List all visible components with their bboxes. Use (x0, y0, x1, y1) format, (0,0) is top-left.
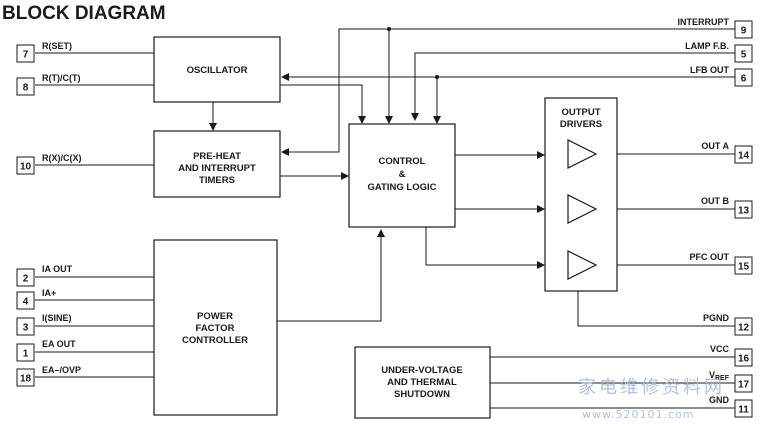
block-output-drivers-label-1: OUTPUT (561, 107, 600, 118)
pin-9: 9 INTERRUPT (678, 17, 753, 39)
pin-label: EA OUT (42, 339, 76, 349)
block-control-label-1: CONTROL (379, 156, 426, 167)
pin-label: OUT A (701, 141, 729, 151)
pin-10: 10 R(X)/C(X) (16, 153, 82, 175)
pin-label: PGND (703, 313, 730, 323)
pin-label: R(X)/C(X) (42, 153, 82, 163)
pin-label: IA+ (42, 288, 56, 298)
pin-number: 3 (23, 323, 29, 334)
block-preheat-label-2: AND INTERRUPT (178, 163, 256, 174)
arrowheads (209, 73, 545, 269)
pin-number: 4 (23, 297, 29, 308)
pin-number: 14 (738, 151, 750, 162)
pin-number: 13 (738, 206, 750, 217)
block-preheat: PRE-HEAT AND INTERRUPT TIMERS (153, 130, 281, 198)
pin-label: IA OUT (42, 264, 73, 274)
pin-label: LFB OUT (690, 65, 729, 75)
block-output-drivers-label-2: DRIVERS (560, 119, 602, 130)
pin-label: R(SET) (42, 41, 72, 51)
block-oscillator-label: OSCILLATOR (187, 65, 248, 76)
block-uvlo-label-3: SHUTDOWN (394, 389, 450, 400)
pin-13: 13 OUT B (701, 196, 753, 219)
pin-12: 12 PGND (703, 313, 753, 336)
left-pins: 7 R(SET) 8 R(T)/C(T) 10 R(X)/C(X) 2 IA O… (16, 41, 82, 387)
block-uvlo-label-2: AND THERMAL (387, 377, 457, 388)
block-control: CONTROL & GATING LOGIC (348, 123, 456, 228)
junction-dot (387, 27, 391, 31)
pin-number: 16 (738, 354, 750, 365)
pin-17: 17 VREF (709, 370, 753, 393)
pin-label: EA–/OVP (42, 365, 81, 375)
pin-label: GND (709, 395, 730, 405)
pin-6: 6 LFB OUT (690, 65, 753, 87)
pin-15: 15 PFC OUT (690, 252, 753, 275)
pin-7: 7 R(SET) (16, 41, 72, 63)
pin-number: 7 (23, 50, 29, 61)
block-preheat-label-3: TIMERS (199, 175, 235, 186)
pin-label: LAMP F.B. (685, 41, 729, 51)
pin-4: 4 IA+ (16, 288, 56, 310)
pin-number: 1 (23, 349, 29, 360)
pin-11: 11 GND (709, 395, 753, 418)
pin-16: 16 VCC (710, 344, 753, 367)
junction-dot (435, 75, 439, 79)
block-control-label-2: & (399, 169, 406, 180)
driver-buffer-b (567, 194, 598, 224)
pin-number: 10 (20, 162, 32, 173)
pin-number: 9 (741, 26, 747, 37)
pin-2: 2 IA OUT (16, 264, 73, 287)
pin-label: I(SINE) (42, 313, 72, 323)
pin-label: OUT B (701, 196, 729, 206)
pin-18: 18 EA–/OVP (16, 365, 81, 387)
block-pfc-label-2: FACTOR (196, 323, 235, 334)
pin-number: 17 (738, 380, 750, 391)
diagram-title: BLOCK DIAGRAM (2, 3, 166, 24)
watermark: 家电维修资料网 www.520101.com (578, 377, 725, 421)
pin-number: 8 (23, 83, 29, 94)
block-pfc: POWER FACTOR CONTROLLER (153, 239, 278, 416)
pin-number: 5 (741, 50, 747, 61)
pin-1: 1 EA OUT (16, 339, 76, 362)
watermark-url: www.520101.com (582, 408, 694, 421)
watermark-text: 家电维修资料网 (578, 377, 725, 398)
pin-8: 8 R(T)/C(T) (16, 73, 80, 96)
pin-label: VREF (709, 370, 730, 382)
pin-label: R(T)/C(T) (42, 73, 80, 83)
block-uvlo: UNDER-VOLTAGE AND THERMAL SHUTDOWN (354, 346, 491, 419)
pin-number: 6 (741, 74, 747, 85)
block-control-label-3: GATING LOGIC (368, 182, 437, 193)
pin-3: 3 I(SINE) (16, 313, 72, 336)
pin-5: 5 LAMP F.B. (685, 41, 753, 63)
pin-number: 2 (23, 274, 29, 285)
block-output-drivers: OUTPUT DRIVERS (544, 97, 618, 292)
right-pins: 9 INTERRUPT 5 LAMP F.B. 6 LFB OUT 14 OUT… (678, 17, 753, 418)
pin-label: PFC OUT (690, 252, 730, 262)
pin-number: 18 (20, 374, 32, 385)
block-preheat-label-1: PRE-HEAT (193, 151, 241, 162)
block-oscillator: OSCILLATOR (153, 36, 281, 103)
driver-buffer-pfc (567, 250, 598, 280)
pin-number: 11 (738, 405, 749, 416)
block-pfc-label-1: POWER (197, 311, 233, 322)
pin-label: VCC (710, 344, 730, 354)
block-pfc-label-3: CONTROLLER (182, 335, 248, 346)
driver-buffer-a (567, 139, 598, 169)
pin-label: INTERRUPT (678, 17, 730, 27)
pin-number: 12 (738, 323, 750, 334)
block-uvlo-label-1: UNDER-VOLTAGE (381, 365, 462, 376)
pin-14: 14 OUT A (701, 141, 753, 164)
pin-number: 15 (738, 262, 750, 273)
